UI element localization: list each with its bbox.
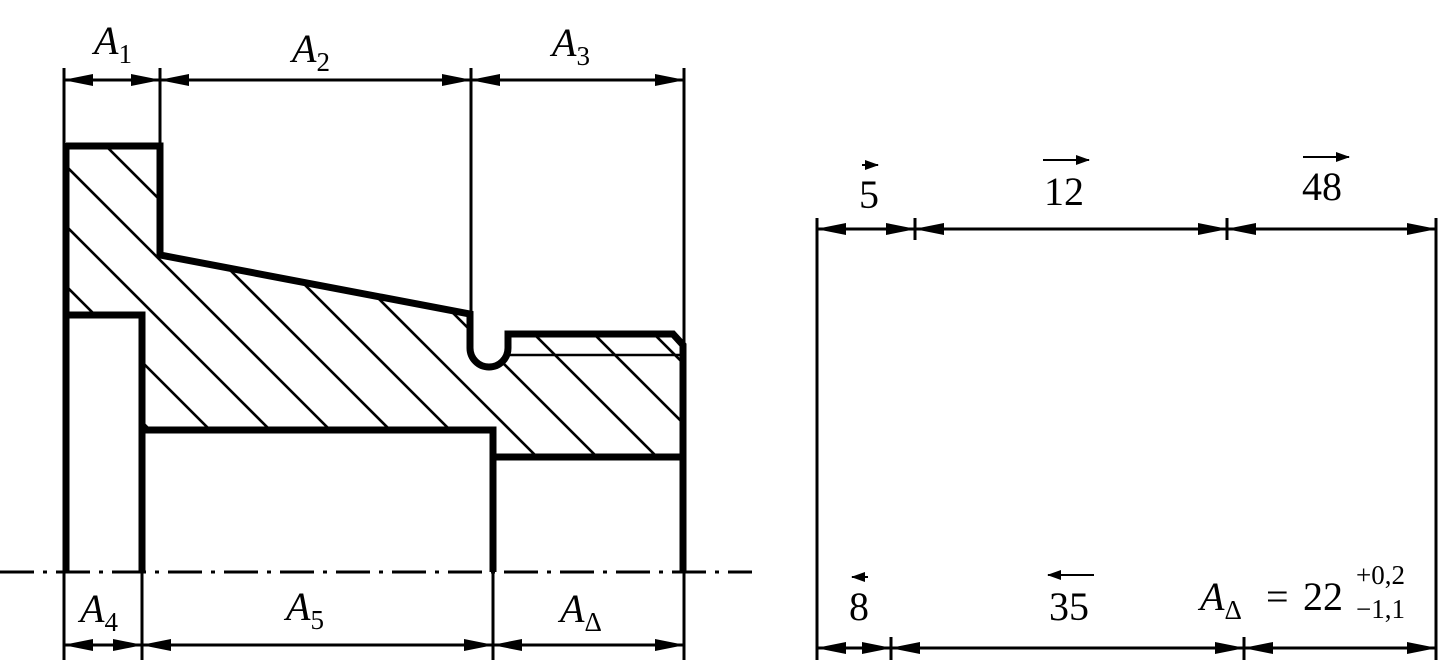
chain-bottom-35: 35 bbox=[1047, 570, 1094, 629]
chain-scheme bbox=[815, 218, 1438, 660]
bore-step-1 bbox=[66, 311, 146, 572]
svg-text:35: 35 bbox=[1049, 584, 1089, 629]
svg-text:5: 5 bbox=[859, 172, 879, 217]
svg-text:22: 22 bbox=[1303, 574, 1343, 619]
chain-top-48: 48 bbox=[1302, 152, 1350, 209]
svg-text:48: 48 bbox=[1302, 164, 1342, 209]
svg-text:−1,1: −1,1 bbox=[1356, 594, 1405, 624]
svg-text:+0,2: +0,2 bbox=[1356, 560, 1405, 590]
chain-top-5: 5 bbox=[859, 160, 879, 217]
svg-text:=: = bbox=[1266, 574, 1289, 619]
part-section bbox=[62, 142, 687, 572]
chain-bottom-8: 8 bbox=[849, 572, 869, 629]
dim-label-a5: A5 bbox=[283, 584, 324, 635]
svg-text:8: 8 bbox=[849, 584, 869, 629]
closing-link-formula: AΔ = 22 +0,2 −1,1 bbox=[1197, 560, 1405, 625]
chain-top-12: 12 bbox=[1043, 155, 1090, 214]
dim-label-a3: A3 bbox=[549, 20, 590, 71]
svg-text:AΔ: AΔ bbox=[1197, 574, 1242, 625]
dim-label-a-delta: AΔ bbox=[557, 586, 602, 637]
svg-text:12: 12 bbox=[1044, 169, 1084, 214]
dim-label-a4: A4 bbox=[77, 586, 118, 637]
part-outline bbox=[66, 142, 687, 572]
dim-label-a2: A2 bbox=[289, 26, 330, 77]
section-hatching bbox=[66, 146, 683, 457]
bore-step-2 bbox=[142, 426, 497, 572]
dim-label-a1: A1 bbox=[91, 18, 132, 69]
